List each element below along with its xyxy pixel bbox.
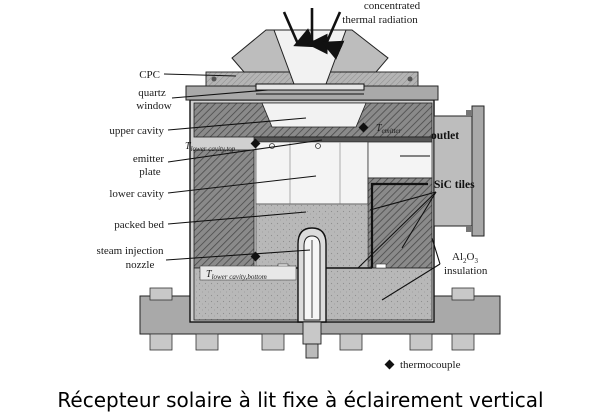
label-t-top: Tlower cavity,top xyxy=(185,141,236,153)
label-packed-bed: packed bed xyxy=(114,219,164,231)
caption: Récepteur solaire à lit fixe à éclaireme… xyxy=(57,388,544,412)
label-outlet: outlet xyxy=(431,130,459,142)
label-cpc: CPC xyxy=(139,69,160,81)
radiation-arrows xyxy=(282,8,345,60)
label-upper-cavity: upper cavity xyxy=(109,125,164,137)
label-quartz-2: window xyxy=(136,100,172,112)
label-emitter-2: plate xyxy=(139,166,160,178)
labels: concentrated thermal radiation CPC quart… xyxy=(97,0,488,371)
label-alumina: Al2O3 xyxy=(452,251,478,265)
label-lower-cavity: lower cavity xyxy=(109,188,164,200)
label-radiation-2: thermal radiation xyxy=(342,14,418,26)
label-insulation: insulation xyxy=(444,265,488,277)
label-steam-1: steam injection xyxy=(97,245,164,257)
label-emitter-1: emitter xyxy=(133,153,164,165)
label-sic-tiles: SiC tiles xyxy=(434,179,475,191)
outlet-flange xyxy=(433,105,485,237)
steam-nozzle xyxy=(297,227,327,359)
label-steam-2: nozzle xyxy=(126,259,155,271)
leader-lines xyxy=(163,73,441,301)
label-quartz-1: quartz xyxy=(138,87,166,99)
label-t-emitter: Temitter xyxy=(376,123,402,135)
label-radiation-1: concentrated xyxy=(364,0,421,12)
label-thermocouple: thermocouple xyxy=(400,359,461,371)
label-t-bottom: Tlower cavity,bottom xyxy=(206,269,267,281)
